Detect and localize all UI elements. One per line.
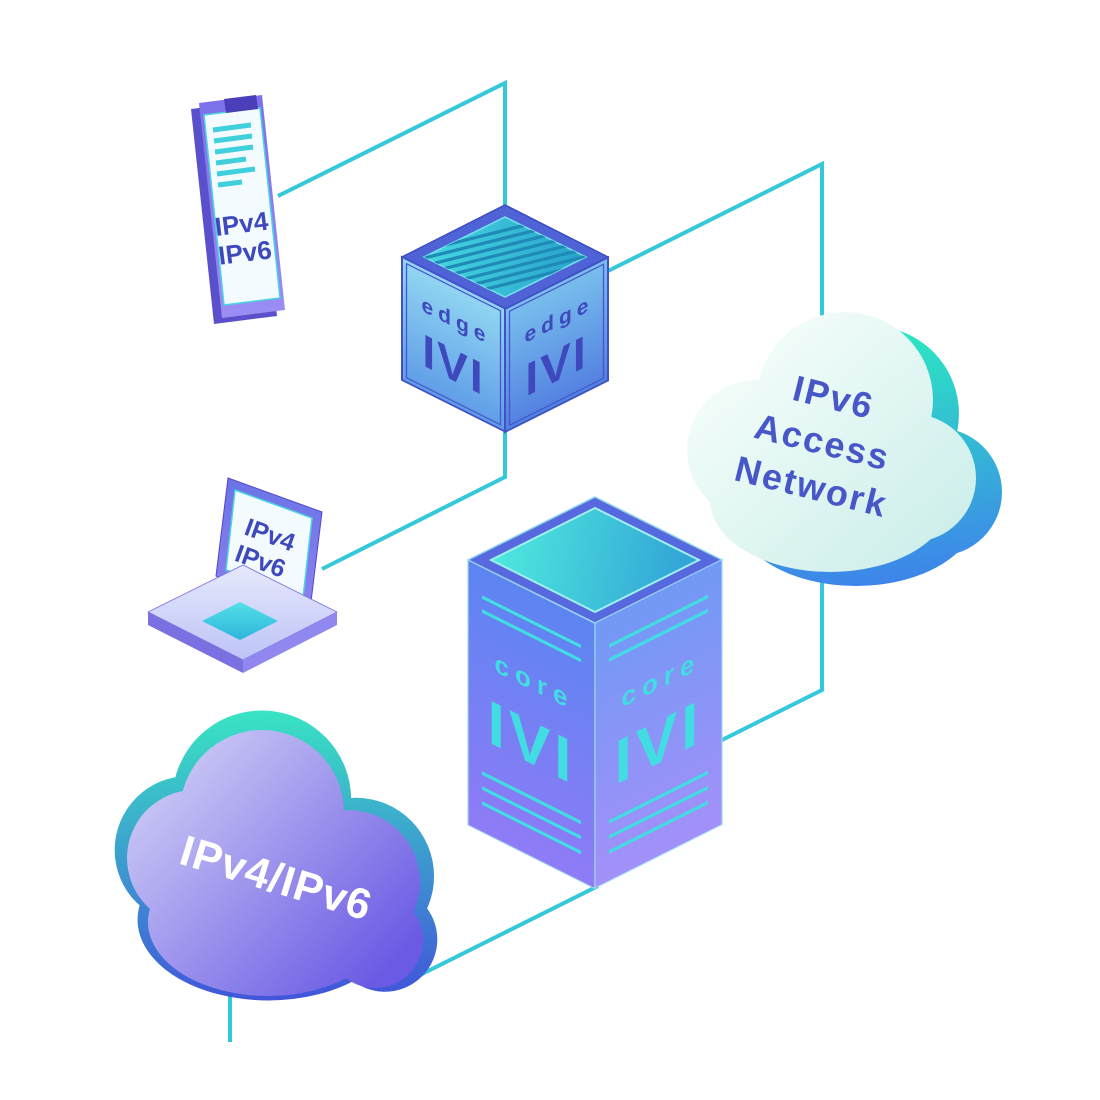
phone-label-ipv4: IPv4 [213,206,270,242]
laptop-base-front-right [243,612,337,673]
connector-core-to-dual-cloud [397,884,599,988]
laptop-trackpad [202,602,278,640]
core-router-top-screen [488,506,702,614]
phone-speaker-bar [224,95,258,113]
smartphone: IPv4 IPv6 [191,95,285,324]
ipv6-access-cloud: IPv6 Access Network [687,312,1002,586]
ipv4-ipv6-cloud-body [127,730,423,996]
phone-screen-text-lines [212,122,256,188]
core-router: core IVI core IVI [466,496,724,890]
core-router-right-face: core IVI [594,558,723,889]
laptop-base-front-left [148,612,243,673]
edge-router: edge IVI edge IVI [400,204,610,434]
connector-phone-to-edge [277,79,507,214]
edge-router-left-face: edge IVI [401,255,506,433]
core-router-left-face: core IVI [467,559,596,890]
connector-edge-to-access-cloud [605,160,824,338]
ipv4-ipv6-cloud: IPv4/IPv6 [114,710,438,1001]
connector-edge-to-laptop [321,430,507,571]
connector-access-cloud-to-core [713,570,824,746]
edge-router-right-face: edge IVI [504,256,609,434]
connector-lines [228,79,824,1042]
ipv6-access-cloud-body [687,312,976,572]
laptop: IPv4 IPv6 [147,477,338,673]
phone-label-ipv6: IPv6 [217,234,274,270]
